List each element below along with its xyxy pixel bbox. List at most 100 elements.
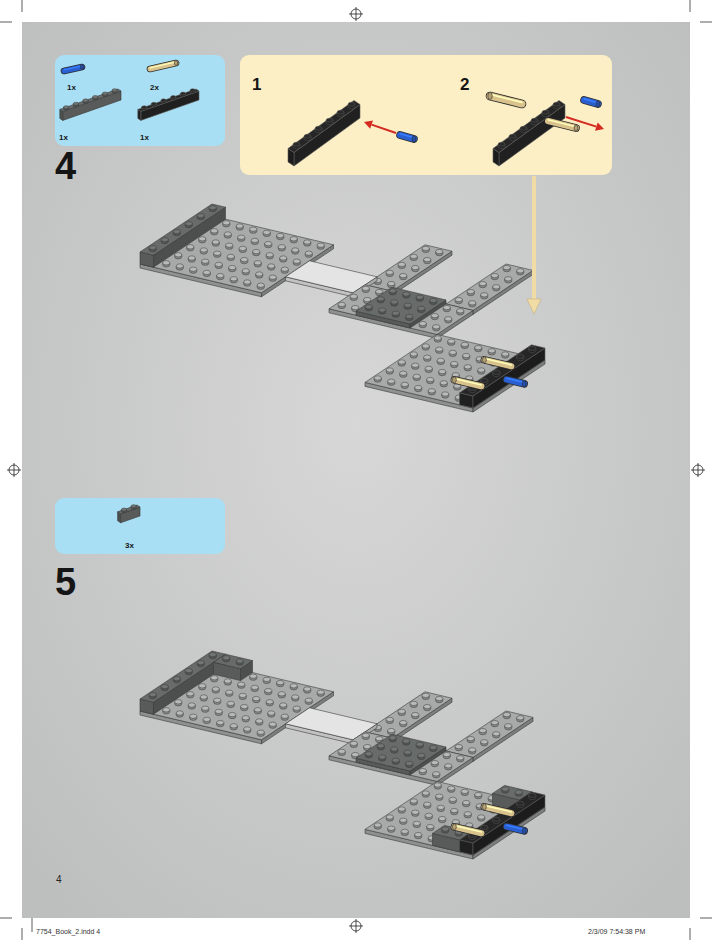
stud xyxy=(223,656,230,660)
stud xyxy=(364,297,371,301)
stud xyxy=(277,680,284,684)
stud xyxy=(256,272,263,276)
stud xyxy=(292,248,299,252)
stud xyxy=(317,243,324,247)
stud xyxy=(212,240,219,244)
stud xyxy=(418,753,425,757)
text-holder: 1x xyxy=(67,76,76,94)
stud xyxy=(404,750,411,754)
stud xyxy=(224,679,231,683)
pin-end xyxy=(412,136,416,142)
stud xyxy=(442,827,449,831)
stud xyxy=(422,791,429,795)
stud xyxy=(112,89,117,92)
stud xyxy=(236,224,243,228)
stud xyxy=(83,99,88,102)
pin-highlight xyxy=(484,806,511,812)
stud xyxy=(224,232,231,236)
brick-top xyxy=(365,692,452,738)
stud xyxy=(430,298,437,302)
stud xyxy=(451,361,458,365)
pin xyxy=(454,827,481,833)
stud xyxy=(337,110,344,114)
stud xyxy=(278,245,285,249)
motion-arrow xyxy=(372,125,396,133)
stud xyxy=(269,275,276,279)
pin xyxy=(484,360,511,366)
stud xyxy=(386,368,393,372)
stud xyxy=(253,696,260,700)
stud xyxy=(254,708,261,712)
stud xyxy=(457,309,464,313)
brick-top xyxy=(365,334,545,408)
brick-top xyxy=(214,654,253,668)
stud xyxy=(187,692,194,696)
stud xyxy=(251,685,258,689)
stud xyxy=(509,134,516,138)
stud xyxy=(365,752,372,756)
stud xyxy=(190,714,197,718)
pin-end xyxy=(482,357,486,363)
stud xyxy=(401,829,408,833)
stud xyxy=(256,719,263,723)
text-holder: 3x xyxy=(125,534,134,552)
pin xyxy=(548,121,576,128)
stud xyxy=(478,368,485,372)
stud xyxy=(239,693,246,697)
stud xyxy=(431,760,438,764)
stud xyxy=(503,712,510,716)
pin-highlight xyxy=(64,66,82,70)
stud xyxy=(419,768,426,772)
text-holder: 2 xyxy=(460,75,469,95)
stud xyxy=(377,297,384,301)
stud xyxy=(281,714,288,718)
stud xyxy=(493,370,500,374)
stud xyxy=(171,95,176,98)
stud xyxy=(188,256,195,260)
pin xyxy=(454,827,481,833)
stud xyxy=(493,817,500,821)
stud xyxy=(379,755,386,759)
stud xyxy=(481,378,488,382)
stud xyxy=(461,342,468,346)
stud xyxy=(422,246,429,250)
stud xyxy=(292,695,299,699)
stud xyxy=(493,732,500,736)
pin xyxy=(490,96,522,104)
stud xyxy=(389,289,396,293)
brick-top xyxy=(356,287,446,324)
stud xyxy=(102,92,107,95)
stud xyxy=(142,106,147,109)
stud xyxy=(197,660,204,664)
stud xyxy=(410,799,417,803)
pin-highlight xyxy=(490,94,522,102)
page-ground xyxy=(22,22,690,918)
stud xyxy=(266,700,273,704)
stud xyxy=(433,325,440,329)
stud xyxy=(502,787,509,791)
stud xyxy=(427,377,434,381)
stud xyxy=(425,813,432,817)
pin-highlight xyxy=(150,62,176,68)
stud xyxy=(241,257,248,261)
stud xyxy=(412,363,419,367)
stud xyxy=(443,752,450,756)
stud xyxy=(542,110,549,114)
stud xyxy=(200,695,207,699)
stud xyxy=(242,269,249,273)
stud xyxy=(481,740,488,744)
stud xyxy=(440,381,447,385)
stud xyxy=(469,748,476,752)
stud xyxy=(424,704,431,708)
brick-top xyxy=(365,781,545,855)
stud xyxy=(457,756,464,760)
pin-highlight xyxy=(400,134,414,138)
stud xyxy=(455,297,462,301)
stud xyxy=(529,346,536,350)
stud xyxy=(515,790,522,794)
stud xyxy=(434,336,441,340)
stud xyxy=(348,102,355,106)
file-footer: 7754_Book_2.indd 4 xyxy=(36,928,100,936)
pin-end xyxy=(174,61,177,66)
